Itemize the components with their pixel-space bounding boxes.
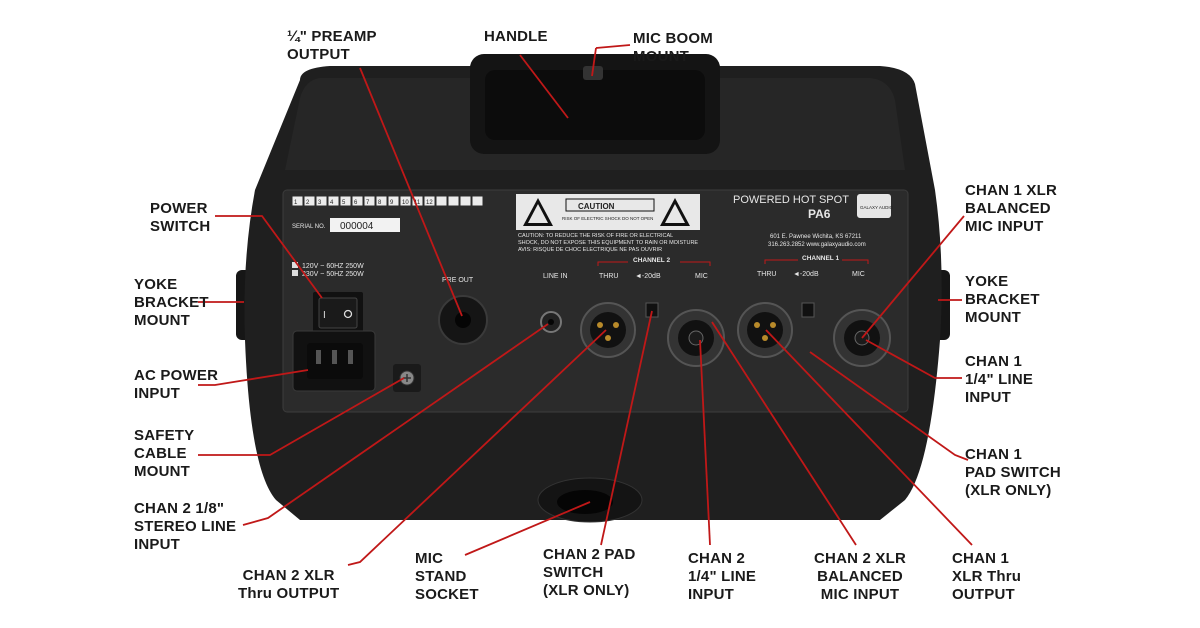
serial-box: [339, 195, 352, 207]
serial-box: [459, 195, 472, 207]
brand-name: POWERED HOT SPOT: [733, 194, 849, 206]
serial-box: [315, 195, 328, 207]
serial-box: [471, 195, 484, 207]
serial-value: 000004: [340, 221, 374, 232]
label-ac-power-input: AC POWER INPUT: [134, 367, 219, 402]
serial-label: SERIAL NO.: [292, 224, 326, 230]
label-handle: HANDLE: [484, 28, 548, 45]
voltage-230: 230V ~ 50HZ 250W: [302, 271, 364, 278]
ch2-thru-label: THRU: [599, 273, 618, 280]
mic-boom-mount-part: [583, 66, 603, 80]
label-yoke-bracket-right: YOKE BRACKET MOUNT: [965, 273, 1040, 326]
serial-box: [303, 195, 316, 207]
caution-line1: CAUTION: TO REDUCE THE RISK OF FIRE OR E…: [518, 233, 673, 239]
label-yoke-bracket-left: YOKE BRACKET MOUNT: [134, 276, 209, 329]
label-chan1-xlr-balanced: CHAN 1 XLR BALANCED MIC INPUT: [965, 182, 1058, 235]
serial-box: [447, 195, 460, 207]
serial-box-label: 5: [342, 200, 346, 206]
serial-box-label: 3: [318, 200, 322, 206]
voltage-120: 120V ~ 60HZ 250W: [302, 263, 364, 270]
label-chan2-line-input: CHAN 2 1/4" LINE INPUT: [688, 550, 757, 603]
serial-box-label: 1: [294, 200, 298, 206]
label-chan1-pad-switch: CHAN 1 PAD SWITCH (XLR ONLY): [965, 446, 1061, 499]
label-chan2-xlr-thru: CHAN 2 XLR Thru OUTPUT: [238, 567, 340, 602]
serial-box-label: 4: [330, 200, 334, 206]
label-mic-stand-socket: MIC STAND SOCKET: [415, 550, 479, 603]
label-chan2-pad-switch: CHAN 2 PAD SWITCH (XLR ONLY): [543, 546, 636, 599]
address: 601 E. Pawnee Wichita, KS 67211: [770, 234, 862, 240]
serial-box: [327, 195, 340, 207]
ch1-mic-label: MIC: [852, 271, 865, 278]
serial-box: [435, 195, 448, 207]
serial-box: [291, 195, 304, 207]
serial-box-label: 2: [306, 200, 310, 206]
label-chan1-line-input: CHAN 1 1/4" LINE INPUT: [965, 353, 1034, 406]
label-power-switch: POWER SWITCH: [150, 200, 211, 235]
channel2-label: CHANNEL 2: [633, 257, 670, 264]
ch1-pad-label: ◄-20dB: [793, 271, 819, 278]
handle-grip: [485, 70, 705, 140]
line-in-label: LINE IN: [543, 273, 568, 280]
avis-text: AVIS: RISQUE DE CHOC ELECTRIQUE NE PAS O…: [518, 247, 662, 253]
caution-title: CAUTION: [578, 202, 615, 211]
serial-box-label: 6: [354, 200, 358, 206]
ch2-pad-label: ◄-20dB: [635, 273, 661, 280]
serial-box-label: 12: [426, 200, 433, 206]
label-chan2-stereo-line: CHAN 2 1/8" STEREO LINE INPUT: [134, 500, 237, 553]
pre-out-label: PRE OUT: [442, 277, 474, 284]
serial-box-label: 11: [414, 200, 421, 206]
label-chan2-xlr-balanced: CHAN 2 XLR BALANCED MIC INPUT: [814, 550, 907, 603]
serial-box-label: 10: [402, 200, 409, 206]
ch1-pad-switch: [801, 302, 815, 318]
label-mic-boom-mount: MIC BOOM MOUNT: [633, 30, 713, 65]
caution-sub: RISK OF ELECTRIC SHOCK DO NOT OPEN: [562, 216, 653, 221]
label-safety-cable-mount: SAFETY CABLE MOUNT: [134, 427, 195, 480]
label-preamp-output: ¼" PREAMP OUTPUT: [287, 28, 377, 63]
ch1-thru-label: THRU: [757, 271, 776, 278]
svg-text:I: I: [323, 310, 326, 321]
contact: 316.263.2852 www.galaxyaudio.com: [768, 242, 866, 248]
galaxy-logo: [857, 194, 891, 218]
caution-line2: SHOCK, DO NOT EXPOSE THIS EQUIPMENT TO R…: [518, 240, 698, 246]
channel1-label: CHANNEL 1: [802, 255, 839, 262]
ch2-pad-switch: [645, 302, 659, 318]
ch2-mic-label: MIC: [695, 273, 708, 280]
label-chan1-xlr-thru: CHAN 1 XLR Thru OUTPUT: [952, 550, 1022, 603]
logo-text: GALAXY AUDIO: [860, 205, 894, 210]
model-name: PA6: [808, 207, 831, 221]
